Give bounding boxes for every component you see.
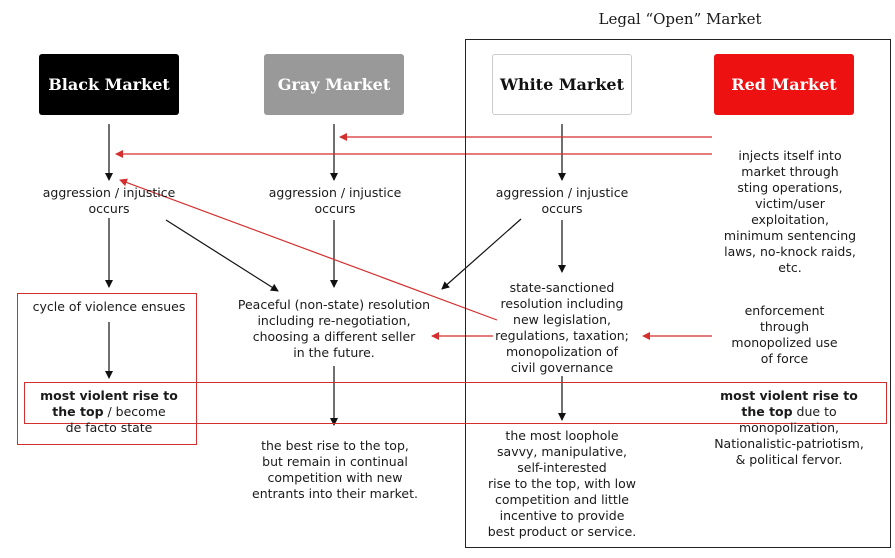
black-market-box: Black Market bbox=[39, 54, 179, 115]
gray-outcome-text: the best rise to the top, but remain in … bbox=[252, 438, 418, 501]
white-market-box: White Market bbox=[492, 54, 632, 115]
black-market-outcome-box bbox=[17, 293, 197, 445]
arrow-state-to-black bbox=[119, 178, 498, 321]
legal-market-frame bbox=[465, 39, 891, 548]
red-injects-text: injects itself into market through sting… bbox=[723, 148, 857, 275]
cycle-of-violence-text: cycle of violence ensues bbox=[32, 299, 186, 314]
white-aggression-text: aggression / injustice occurs bbox=[495, 185, 629, 216]
enforcement-text: enforcement through monopolized use of f… bbox=[731, 303, 838, 366]
red-most-violent-bold: most violent rise to the top bbox=[720, 388, 858, 419]
gray-aggression-text: aggression / injustice occurs bbox=[268, 185, 402, 216]
black-most-violent-rest: / become de facto state bbox=[65, 404, 166, 435]
black-most-violent-bold: most violent rise to the top bbox=[40, 388, 178, 419]
black-most-violent-text: most violent rise to the top / become de… bbox=[24, 388, 194, 436]
gray-market-box: Gray Market bbox=[264, 54, 404, 115]
legal-market-title: Legal “Open” Market bbox=[598, 10, 762, 28]
red-most-violent-text: most violent rise to the top due to mono… bbox=[700, 388, 878, 468]
red-most-violent-rest: due to monopolization, Nationalistic-pat… bbox=[714, 404, 864, 467]
peaceful-resolution-text: Peaceful (non-state) resolution includin… bbox=[237, 297, 431, 360]
arrow-white-aggression-to-peaceful bbox=[441, 218, 522, 290]
white-outcome-text: the most loophole savvy, manipulative, s… bbox=[487, 428, 637, 539]
most-violent-band bbox=[24, 382, 887, 424]
black-aggression-text: aggression / injustice occurs bbox=[42, 185, 176, 216]
state-resolution-text: state-sanctioned resolution including ne… bbox=[495, 280, 629, 375]
arrow-black-aggression-to-peaceful bbox=[165, 219, 279, 292]
red-market-box: Red Market bbox=[714, 54, 854, 115]
